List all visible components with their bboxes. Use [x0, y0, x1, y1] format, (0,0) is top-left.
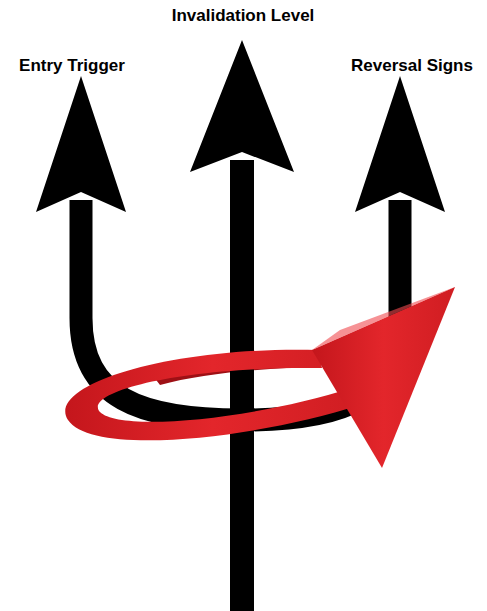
right-arrowhead [355, 76, 445, 212]
trident-shaft [230, 160, 254, 611]
arrow-label: Entry Trigger [19, 56, 125, 76]
arrow-label: Reversal Signs [351, 56, 473, 76]
arrow-label: Invalidation Level [172, 6, 315, 26]
swirl-arrowhead [312, 287, 455, 468]
swirl-highlight [312, 287, 455, 350]
center-arrowhead [190, 40, 294, 172]
swirl-band [65, 350, 360, 441]
left-arrowhead [36, 76, 126, 212]
